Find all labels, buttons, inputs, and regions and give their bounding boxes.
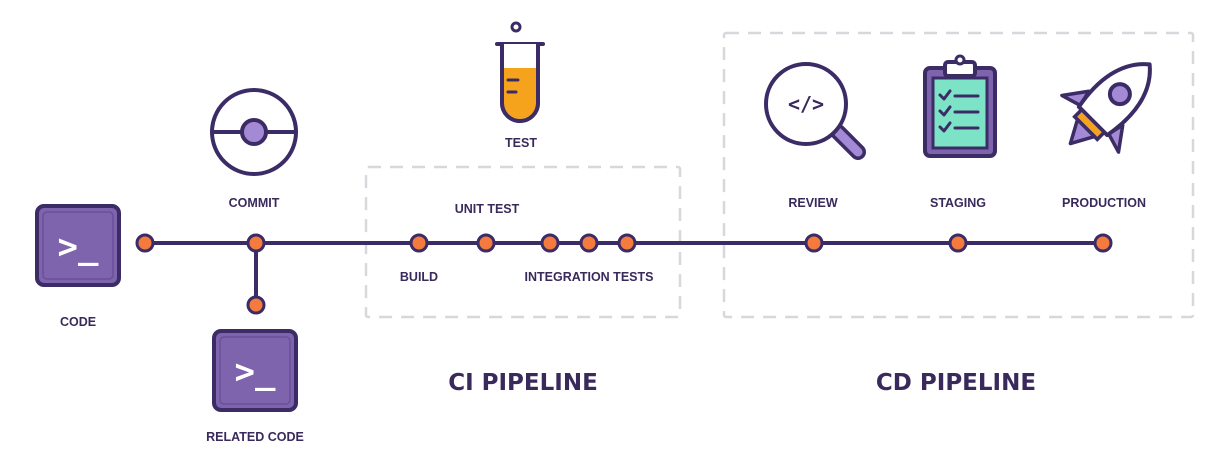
node-build	[409, 233, 429, 253]
label-integration-tests: INTEGRATION TESTS	[525, 270, 654, 284]
label-production: PRODUCTION	[1062, 196, 1146, 210]
terminal-prompt: >_	[235, 352, 276, 392]
label-staging: STAGING	[930, 196, 986, 210]
node-production	[1093, 233, 1113, 253]
terminal-prompt: >_	[58, 227, 99, 267]
label-build: BUILD	[400, 270, 438, 284]
node-commit	[246, 233, 266, 253]
node-code	[135, 233, 155, 253]
title-cd-pipeline: CD PIPELINE	[876, 370, 1036, 396]
title-ci-pipeline: CI PIPELINE	[448, 370, 598, 396]
terminal-icon: >_	[35, 204, 121, 287]
label-related-code: RELATED CODE	[206, 430, 304, 444]
node-integration-test-3	[617, 233, 637, 253]
rocket-icon	[1060, 62, 1152, 154]
node-review	[804, 233, 824, 253]
commit-icon	[210, 88, 298, 176]
node-integration-test-2	[579, 233, 599, 253]
label-unit-test: UNIT TEST	[455, 202, 520, 216]
pipeline-nodes	[135, 233, 1113, 315]
node-integration-test-1	[540, 233, 560, 253]
node-staging	[948, 233, 968, 253]
test-tube-icon	[495, 21, 545, 123]
node-related-code	[246, 295, 266, 315]
clipboard-checklist-icon	[923, 54, 997, 158]
label-test: TEST	[505, 136, 537, 150]
code-review-magnifier-icon: </>	[764, 62, 866, 160]
terminal-icon: >_	[212, 329, 298, 412]
code-symbol: </>	[788, 92, 824, 116]
label-commit: COMMIT	[229, 196, 280, 210]
label-code: CODE	[60, 315, 96, 329]
node-unit-test	[476, 233, 496, 253]
cd-group-box	[722, 31, 1195, 319]
label-review: REVIEW	[788, 196, 838, 210]
